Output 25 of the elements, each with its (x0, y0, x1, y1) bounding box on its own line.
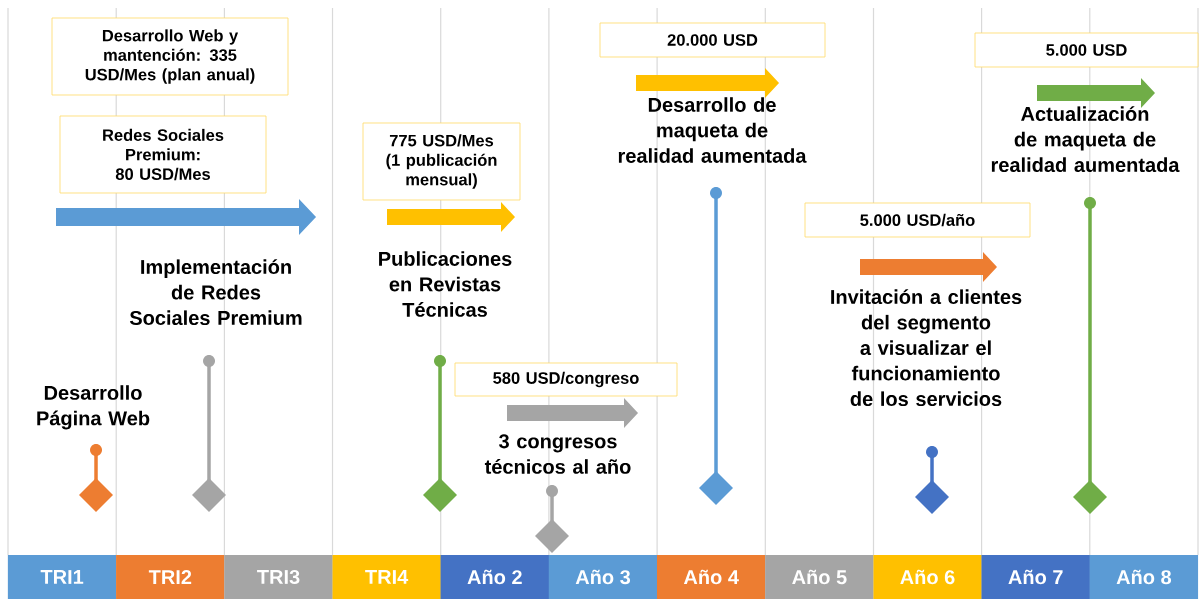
cost-box: 580 USD/congreso (454, 362, 678, 397)
event-label: 3 congresos técnicos al año (484, 434, 631, 474)
event-label: Invitación a clientes del segmento a visualizar el funcionamiento de los servicios (831, 289, 1022, 407)
event-label: Publicaciones en Revistas Técnicas (379, 251, 512, 317)
cost-box: Redes Sociales Premium: 80 USD/Mes (59, 115, 267, 194)
event-label: Desarrollo Página Web (37, 385, 150, 430)
cost-box: 5.000 USD/año (804, 202, 1031, 238)
period-band: Año 8 (1089, 555, 1199, 599)
cost-box: 5.000 USD (974, 32, 1199, 68)
event-label: Desarrollo de maqueta de realidad aumentada (618, 97, 807, 163)
period-band: TRI2 (116, 555, 225, 599)
period-band: TRI4 (332, 555, 441, 599)
event-label: Implementación de Redes Sociales Premium (129, 259, 302, 326)
cost-box: 20.000 USD (599, 22, 826, 58)
event-label: Actualización de maqueta de realidad aumentada (991, 106, 1180, 173)
period-band: Año 4 (656, 555, 766, 599)
cost-box: Desarrollo Web y mantención: 335 USD/Mes (plan anual) (51, 17, 289, 96)
period-band: Año 5 (765, 555, 874, 599)
period-band: Año 6 (873, 555, 982, 599)
cost-box: 775 USD/Mes (1 publicación mensual) (362, 122, 521, 201)
period-band: Año 3 (548, 555, 658, 599)
period-band: Año 7 (981, 555, 1090, 599)
period-band: TRI3 (224, 555, 333, 599)
period-band: TRI1 (7, 555, 117, 599)
period-band: Año 2 (440, 555, 550, 599)
